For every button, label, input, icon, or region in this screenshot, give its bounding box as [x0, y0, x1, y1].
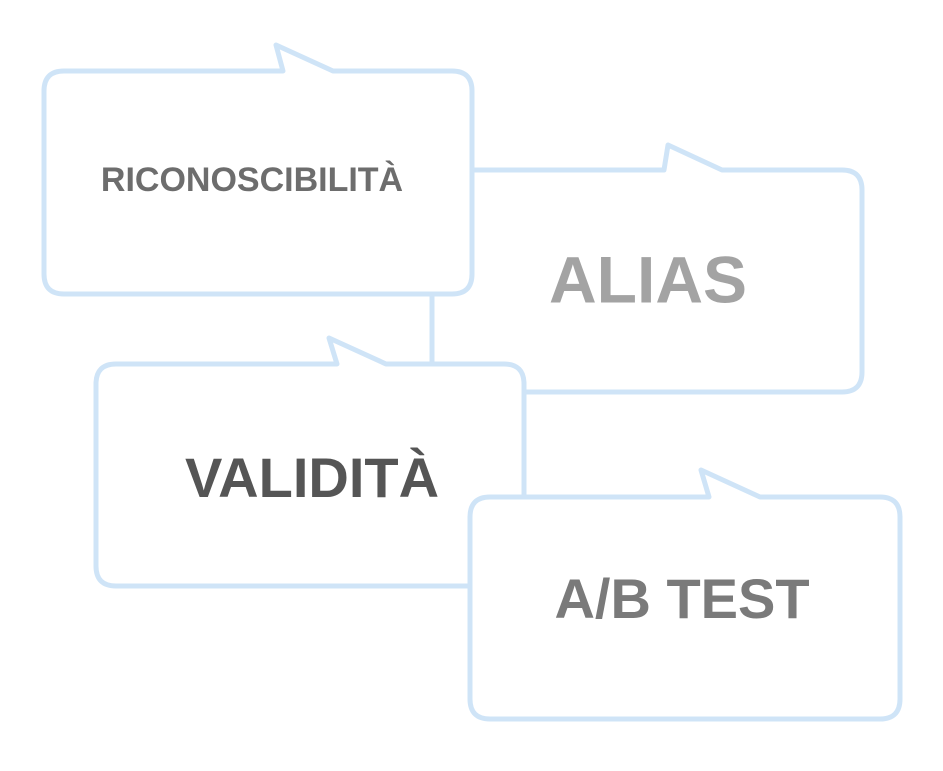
bubble-ab-test: A/B TEST: [467, 467, 903, 722]
bubble-validita: VALIDITÀ: [93, 335, 527, 589]
bubble-alias-label: ALIAS: [549, 242, 747, 316]
bubble-ab-test-label: A/B TEST: [554, 567, 809, 630]
bubble-riconoscibilita: RICONOSCIBILITÀ: [41, 42, 475, 297]
bubble-validita-label: VALIDITÀ: [185, 446, 439, 509]
bubble-riconoscibilita-shape: [41, 42, 475, 297]
bubble-ab-test-shape: [467, 467, 903, 722]
bubble-riconoscibilita-label: RICONOSCIBILITÀ: [101, 161, 403, 199]
bubble-alias: ALIAS: [429, 142, 865, 395]
